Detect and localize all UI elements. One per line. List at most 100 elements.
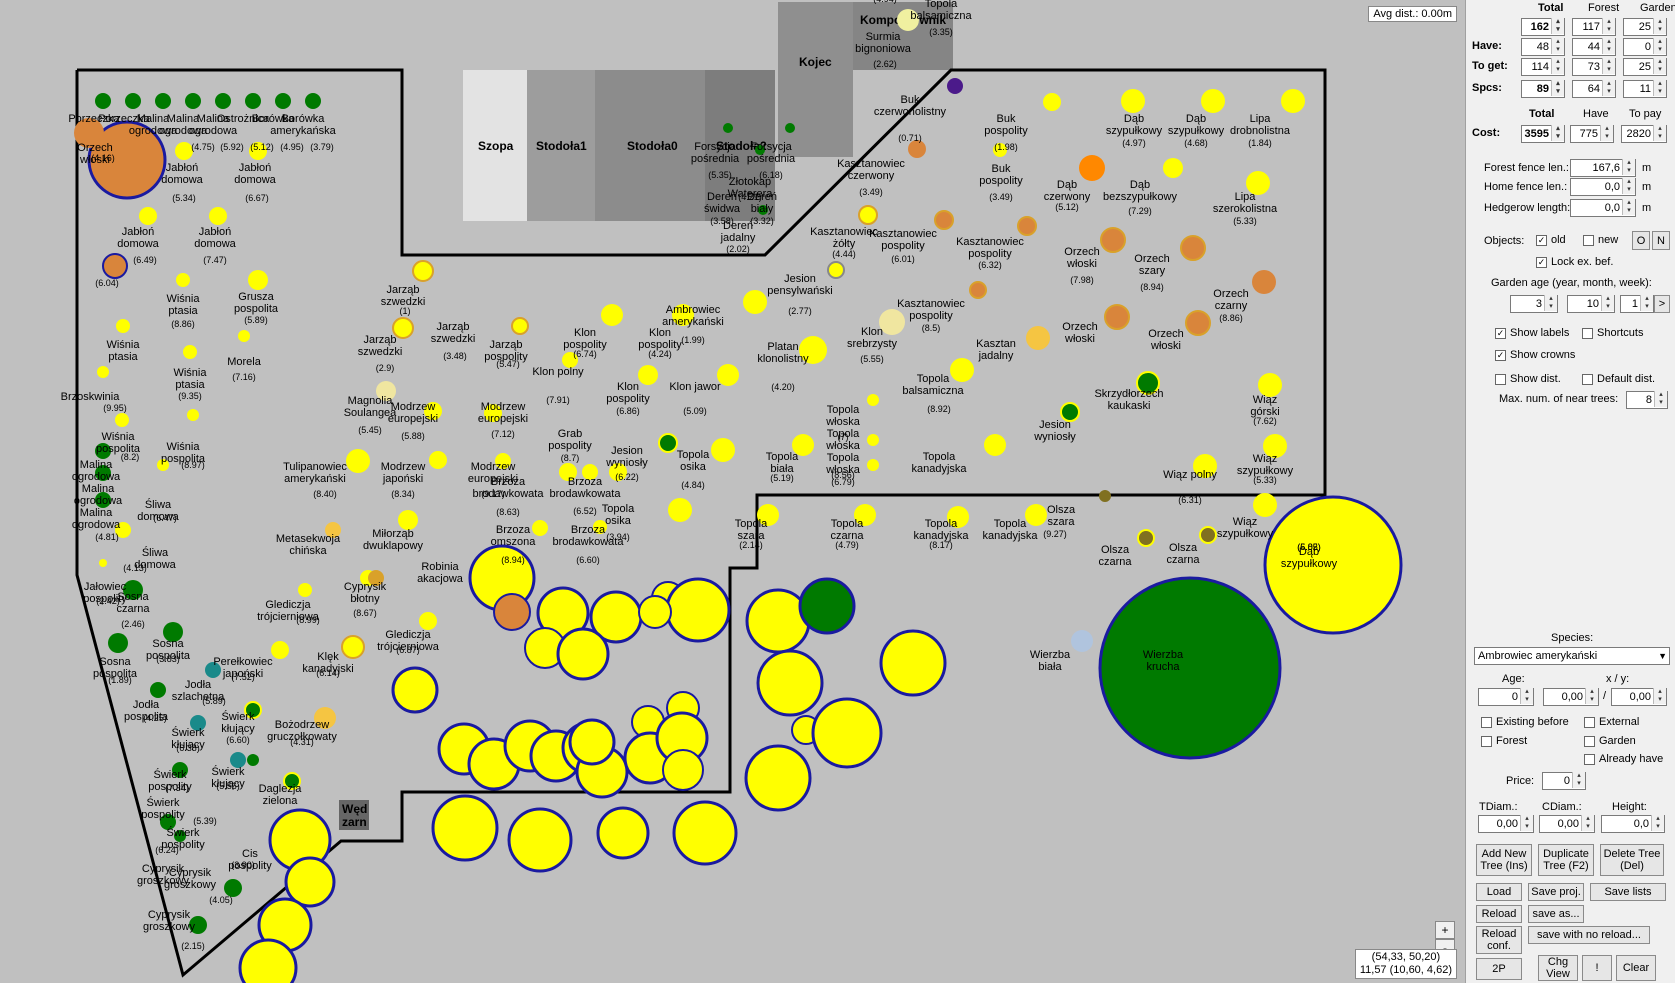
tree-crown[interactable] (556, 627, 610, 681)
tree-crown[interactable] (609, 463, 627, 481)
tree-crown[interactable] (672, 800, 738, 866)
tree-crown[interactable] (183, 345, 197, 359)
tree-y-field[interactable]: 0,00 (1611, 688, 1667, 706)
checkbox-checked[interactable]: ✓ (1495, 349, 1506, 361)
tree-crown[interactable] (1185, 310, 1211, 336)
species-select[interactable]: Ambrowiec amerykański▼ (1474, 647, 1670, 665)
tree-crown[interactable] (879, 309, 905, 335)
tree-crown[interactable] (1104, 304, 1130, 330)
tree-crown[interactable] (95, 492, 111, 508)
duplicate-tree-button[interactable]: Duplicate Tree (F2) (1538, 844, 1594, 876)
checkbox-unchecked[interactable] (1481, 716, 1492, 728)
spcs-forest-field[interactable]: 64 (1572, 80, 1616, 98)
tree-crown[interactable] (245, 93, 261, 109)
home-fence-field[interactable]: 0,0 (1570, 178, 1636, 196)
save-project-button[interactable]: Save proj. (1528, 883, 1584, 901)
tree-crown[interactable] (858, 205, 878, 225)
tree-crown[interactable] (187, 409, 199, 421)
tree-crown[interactable] (163, 622, 183, 642)
tree-crown[interactable] (87, 120, 167, 200)
tree-crown[interactable] (1071, 630, 1093, 652)
load-button[interactable]: Load (1476, 883, 1522, 901)
tree-crown[interactable] (908, 140, 926, 158)
building-stodola0[interactable] (595, 70, 705, 221)
tree-crown[interactable] (125, 93, 141, 109)
tree-crown[interactable] (341, 635, 365, 659)
save-no-reload-button[interactable]: save with no reload... (1528, 926, 1650, 944)
tree-crown[interactable] (247, 754, 259, 766)
tree-crown[interactable] (298, 583, 312, 597)
tree-crown[interactable] (947, 506, 969, 528)
tree-crown[interactable] (1263, 495, 1403, 635)
tree-crown[interactable] (248, 270, 268, 290)
tree-crown[interactable] (792, 434, 814, 456)
checkbox-unchecked[interactable] (1584, 735, 1595, 747)
tree-crown[interactable] (672, 304, 694, 326)
tree-crown[interactable] (116, 319, 130, 333)
tree-crown[interactable] (1281, 89, 1305, 113)
tree-crown[interactable] (230, 752, 246, 768)
checkbox-unchecked[interactable] (1495, 373, 1506, 385)
tree-crown[interactable] (108, 633, 128, 653)
exclamation-button[interactable]: ! (1582, 955, 1612, 981)
building-stodola1[interactable] (527, 70, 595, 221)
zoom-in-button[interactable]: + (1435, 921, 1455, 939)
tree-crown[interactable] (854, 504, 876, 526)
tree-crown[interactable] (743, 290, 767, 314)
tree-crown[interactable] (934, 210, 954, 230)
tree-crown[interactable] (368, 570, 384, 586)
have-garden-field[interactable]: 0 (1623, 38, 1667, 56)
tree-crown[interactable] (950, 358, 974, 382)
tree-crown[interactable] (412, 260, 434, 282)
tree-crown[interactable] (175, 142, 193, 160)
tree-crown[interactable] (1252, 270, 1276, 294)
default-dist-checkbox[interactable]: Default dist. (1582, 373, 1655, 385)
tree-crown[interactable] (190, 715, 206, 731)
checkbox-unchecked[interactable] (1584, 753, 1595, 765)
tree-crown[interactable] (562, 352, 578, 368)
add-new-tree-button[interactable]: Add New Tree (Ins) (1476, 844, 1532, 876)
tree-crown[interactable] (325, 522, 341, 538)
objects-old-checkbox[interactable]: ✓old (1536, 234, 1566, 246)
cost-topay-field[interactable]: 2820 (1621, 125, 1667, 143)
tree-crown[interactable] (419, 612, 437, 630)
checkbox-checked[interactable]: ✓ (1495, 327, 1506, 339)
tree-crown[interactable] (172, 762, 188, 778)
tree-crown[interactable] (139, 207, 157, 225)
tree-crown[interactable] (593, 520, 607, 534)
already-have-checkbox[interactable]: Already have (1584, 753, 1663, 765)
cdiam-field[interactable]: 0,00 (1539, 815, 1595, 833)
chevron-down-icon[interactable]: ▼ (1658, 651, 1667, 661)
garden-age-year-field[interactable]: 3 (1510, 295, 1558, 313)
tree-x-field[interactable]: 0,00 (1543, 688, 1599, 706)
tree-crown[interactable] (224, 879, 242, 897)
tree-crown[interactable] (376, 381, 396, 401)
existing-before-checkbox[interactable]: Existing before (1481, 716, 1569, 728)
tree-crown[interactable] (115, 413, 129, 427)
building-kojec[interactable] (778, 2, 853, 157)
tree-crown[interactable] (867, 434, 879, 446)
hedgerow-field[interactable]: 0,0 (1570, 199, 1636, 217)
checkbox-unchecked[interactable] (1582, 327, 1593, 339)
toget-forest-field[interactable]: 73 (1572, 58, 1616, 76)
tree-crown[interactable] (424, 402, 442, 420)
cost-have-field[interactable]: 775 (1570, 125, 1614, 143)
tree-crown[interactable] (867, 459, 879, 471)
objects-n-button[interactable]: N (1652, 231, 1670, 250)
tdiam-field[interactable]: 0,00 (1478, 815, 1534, 833)
tree-crown[interactable] (115, 522, 131, 538)
tree-crown[interactable] (582, 464, 598, 480)
reload-conf-button[interactable]: Reload conf. (1476, 926, 1522, 954)
tree-crown[interactable] (969, 281, 987, 299)
checkbox-unchecked[interactable] (1582, 373, 1593, 385)
total-forest-field[interactable]: 117 (1572, 18, 1616, 36)
show-crowns-checkbox[interactable]: ✓Show crowns (1495, 349, 1575, 361)
tree-crown[interactable] (827, 261, 845, 279)
tree-crown[interactable] (305, 93, 321, 109)
tree-crown[interactable] (431, 794, 499, 862)
tree-crown[interactable] (102, 253, 128, 279)
tree-crown[interactable] (867, 394, 879, 406)
tree-crown[interactable] (799, 336, 827, 364)
tree-crown[interactable] (601, 304, 623, 326)
tree-crown[interactable] (1263, 434, 1287, 458)
